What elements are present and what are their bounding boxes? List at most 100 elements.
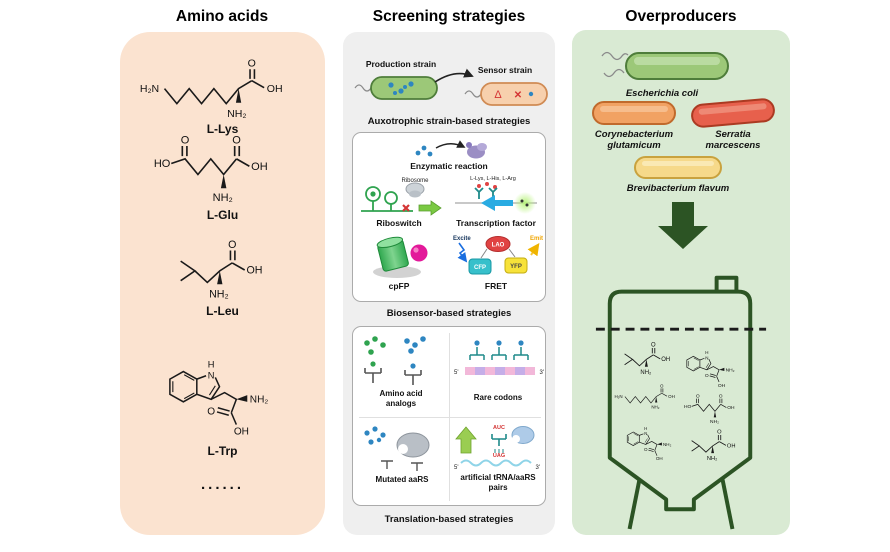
trna-with-aa <box>469 340 529 360</box>
gene-deletion-symbol: Δ <box>494 89 502 101</box>
transcription-factor-icon: L-Lys, L-His, L-Arg <box>455 176 537 214</box>
cpfp-label: cpFP <box>388 281 410 291</box>
charged-aa-dot <box>410 363 416 369</box>
trna-glyphs <box>381 460 423 471</box>
coryne-label: Corynebacterium glutamicum <box>594 129 674 152</box>
artificial-pairs-label: artificial tRNA/aaRS pairs <box>460 473 536 492</box>
translation-box: Amino acid analogs 5' 3' <box>352 326 546 506</box>
suppressor-trna <box>491 434 507 446</box>
uag-label: UAG <box>493 453 505 459</box>
three-prime-label: 3' <box>540 370 544 376</box>
reporter-glow <box>514 192 536 214</box>
cell-body <box>634 156 722 179</box>
pairing-lines <box>494 449 504 453</box>
right-leg <box>720 479 735 530</box>
cell-sheen <box>698 103 767 115</box>
expression-arrow-icon <box>418 200 442 216</box>
analog-dots-blue <box>404 336 426 354</box>
overproducers-title: Overproducers <box>625 8 737 25</box>
ligand-dot <box>370 191 376 197</box>
transfer-arrow-icon <box>434 68 474 83</box>
screening-panel: Production strain Sensor strain Δ ✕ Auxo… <box>343 32 555 535</box>
five-prime-label: 5' <box>454 465 458 471</box>
production-strain-label: Production strain <box>365 59 437 69</box>
amino-acids-title: Amino acids <box>175 8 269 25</box>
molecule-lys <box>614 382 676 410</box>
cell-sheen <box>642 161 714 166</box>
dot <box>520 199 524 203</box>
metabolite-dot <box>528 91 534 97</box>
linkers <box>480 248 516 259</box>
translation-caption: Translation-based strategies <box>384 514 514 525</box>
more-amino-acids-ellipsis: ...... <box>200 476 244 493</box>
l-trp-label: L-Trp <box>207 444 238 458</box>
five-prime-label: 5' <box>454 370 458 376</box>
fermenter-outline <box>607 275 753 530</box>
cfp-box <box>468 258 492 275</box>
three-prime-label: 3' <box>536 465 540 471</box>
cell-body <box>625 52 729 80</box>
molecule-trp <box>626 425 672 462</box>
overproducers-panel: Escherichia coli Corynebacterium glutami… <box>572 30 790 535</box>
fp-barrel <box>376 236 409 272</box>
l-leu-label: L-Leu <box>206 304 239 318</box>
ribosome-label: Ribosome <box>401 178 429 184</box>
riboswitch-icon: Ribosome <box>361 178 442 216</box>
mutated-aars-icon <box>364 426 430 471</box>
yfp-box <box>504 257 528 274</box>
mrna-codons <box>465 367 535 375</box>
dot <box>525 203 529 207</box>
l-glu-label: L-Glu <box>206 208 239 222</box>
fret-icon: Excite LAO CFP YFP Emit <box>453 236 543 275</box>
top-port <box>714 275 739 292</box>
sensor-strain-label: Sensor strain <box>477 65 533 75</box>
blocked-x-icon <box>402 204 410 212</box>
cell-body <box>480 82 548 106</box>
ligand-ball-highlight <box>413 247 419 253</box>
flagellum-icon <box>603 68 625 78</box>
riboswitch-label: Riboswitch <box>376 218 422 228</box>
ligand-dots <box>477 182 497 189</box>
sensor-strain-cell: Δ ✕ <box>464 82 548 106</box>
l-lys-label: L-Lys <box>206 122 239 136</box>
auc-label: AUC <box>493 425 505 431</box>
rare-codons-icon: 5' 3' <box>454 340 544 376</box>
amino-acids-panel: L-Lys L-Glu L-Leu L-Trp ...... <box>120 32 325 535</box>
artificial-pairs-icon: AUC UAG 5' 3' <box>454 425 540 471</box>
structure-l-trp <box>158 332 276 438</box>
flagellum-icon <box>354 84 372 92</box>
cell-sheen <box>634 57 720 65</box>
substrate-dots <box>415 145 433 157</box>
metabolite-dots <box>388 81 414 95</box>
cell-body <box>592 101 676 125</box>
enzymatic-reaction-label: Enzymatic reaction <box>410 161 488 171</box>
molecule-trp <box>686 349 736 389</box>
coryne-cell <box>592 101 676 125</box>
emit-label: Emit <box>530 236 543 242</box>
left-leg <box>627 479 642 530</box>
flagellum-icon <box>464 90 482 98</box>
brevi-cell <box>634 156 722 179</box>
cfp-label: CFP <box>474 265 486 271</box>
analog-dots-green <box>364 336 386 355</box>
fermenter-icon <box>595 275 767 530</box>
fret-label: FRET <box>484 281 508 291</box>
structure-l-lys <box>138 56 288 123</box>
cpfp-icon <box>373 236 428 278</box>
charged-aa-dot <box>370 361 376 367</box>
down-arrow-icon <box>658 202 708 249</box>
tf-ligands-label: L-Lys, L-His, L-Arg <box>470 176 516 182</box>
cell-sheen <box>600 106 668 112</box>
yfp-label: YFP <box>510 264 522 270</box>
aars-pocket <box>512 435 520 443</box>
auxotrophic-caption: Auxotrophic strain-based strategies <box>367 116 531 127</box>
trna-glyphs <box>364 368 422 385</box>
flagellum-icon <box>601 51 629 61</box>
biosensor-caption: Biosensor-based strategies <box>386 308 512 319</box>
emit-arrow <box>527 243 540 257</box>
divider-horizontal <box>359 417 541 418</box>
transcription-factor-label: Transcription factor <box>456 218 536 228</box>
lao-protein <box>485 236 511 252</box>
biosensor-box: Enzymatic reaction Ribosome Riboswitch L… <box>352 132 546 302</box>
up-arrow-icon <box>455 426 477 454</box>
